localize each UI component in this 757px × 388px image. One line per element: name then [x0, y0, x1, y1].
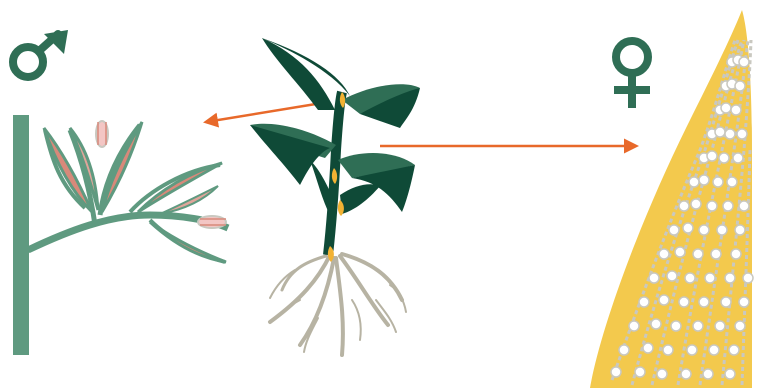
corn-plant-icon: [250, 38, 420, 355]
female-symbol-icon: [614, 41, 650, 108]
anther-top: [96, 121, 108, 147]
anther-right: [198, 216, 226, 228]
arrow-to-tassel: [206, 102, 328, 122]
corn-ear-icon: [590, 10, 753, 388]
tassel-flower-icon: [13, 115, 228, 355]
male-symbol-icon: [13, 30, 68, 77]
roots: [270, 254, 406, 355]
